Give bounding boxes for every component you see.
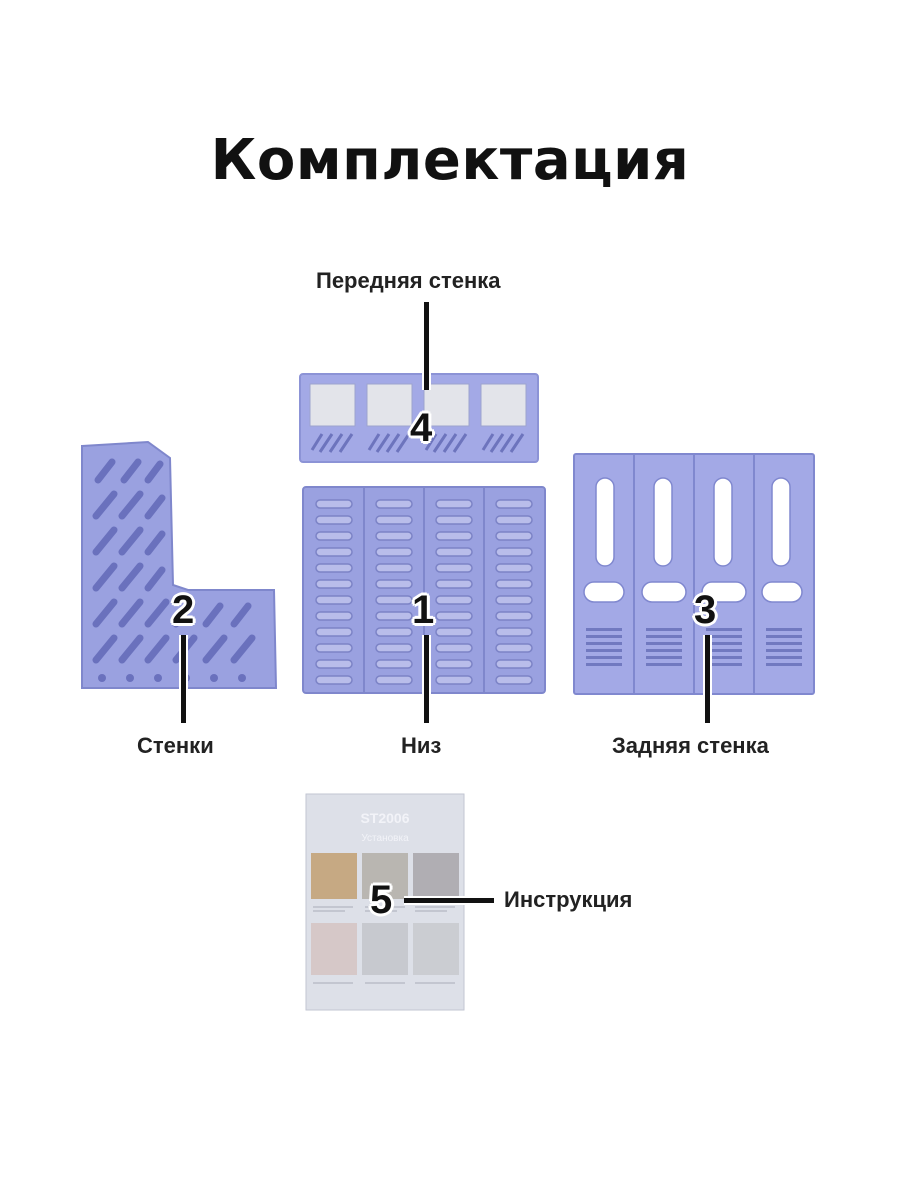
- bottom-image: [302, 486, 546, 694]
- side-wall-leader-line: [179, 635, 188, 723]
- front-wall-number: 4: [410, 406, 433, 450]
- side-wall-image: [81, 440, 278, 689]
- bottom-leader-line: [422, 635, 431, 723]
- side-wall-number: 2: [172, 588, 195, 632]
- instruction-number: 5: [370, 878, 393, 922]
- manual-model: ST2006: [360, 810, 409, 826]
- bottom-number: 1: [412, 588, 435, 632]
- back-wall-number: 3: [694, 588, 717, 632]
- back-wall-leader-line: [703, 635, 712, 723]
- instruction-label: Инструкция: [504, 887, 633, 912]
- back-wall-label: Задняя стенка: [612, 733, 769, 758]
- instruction-leader-line: [404, 896, 494, 905]
- manual-subtitle: Установка: [361, 833, 409, 844]
- front-wall-leader-line: [422, 302, 431, 390]
- page-title: Комплектация: [210, 128, 690, 193]
- back-wall-image: [573, 453, 815, 695]
- front-wall-label: Передняя стенка: [316, 268, 501, 293]
- side-wall-label: Стенки: [137, 733, 214, 758]
- bottom-label: Низ: [401, 733, 442, 758]
- front-wall-image: [299, 373, 539, 463]
